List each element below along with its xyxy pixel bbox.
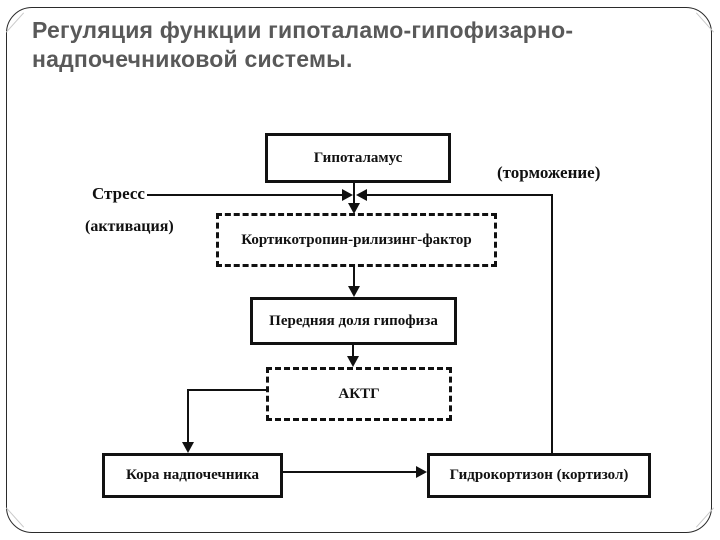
edge-inhibition-horizontal bbox=[367, 194, 553, 196]
edge-label-inhibition: (торможение) bbox=[497, 163, 601, 182]
edge-label-activation: (активация) bbox=[85, 218, 174, 235]
arrowhead-down-icon bbox=[182, 442, 194, 453]
edge-label-stress: Стресс bbox=[92, 184, 145, 203]
edge-inhibition-vertical bbox=[551, 195, 553, 453]
arrowhead-left-icon bbox=[356, 189, 367, 201]
node-crf-label: Кортикотропин-рилизинг-фактор bbox=[241, 231, 472, 248]
node-corticotropin-releasing-factor: Кортикотропин-рилизинг-фактор bbox=[216, 213, 497, 267]
slide-title-line1: Регуляция функции гипоталамо-гипофизарно… bbox=[32, 17, 574, 43]
slide-title: Регуляция функции гипоталамо-гипофизарно… bbox=[32, 16, 682, 74]
edge-crf-to-pituitary bbox=[353, 267, 355, 288]
edge-acth-branch-horizontal bbox=[187, 389, 266, 391]
node-hydro-label: Гидрокортизон (кортизол) bbox=[449, 467, 629, 483]
arrowhead-right-icon bbox=[342, 189, 353, 201]
node-pituitary-label: Передняя доля гипофиза bbox=[269, 312, 438, 329]
node-hypothalamus: Гипоталамус bbox=[265, 133, 451, 183]
slide-frame bbox=[6, 7, 712, 533]
edge-stress-line bbox=[147, 194, 343, 196]
node-anterior-pituitary: Передняя доля гипофиза bbox=[250, 297, 457, 345]
arrowhead-down-icon bbox=[347, 356, 359, 367]
edge-pituitary-to-acth bbox=[352, 345, 354, 357]
node-acth-label: АКТГ bbox=[338, 385, 380, 402]
node-acth: АКТГ bbox=[266, 367, 452, 421]
node-hypothalamus-label: Гипоталамус bbox=[313, 149, 403, 166]
arrowhead-down-icon bbox=[348, 286, 360, 297]
edge-acth-branch-vertical bbox=[187, 389, 189, 443]
node-hydrocortisone: Гидрокортизон (кортизол) bbox=[427, 453, 651, 498]
edge-adrenal-to-hydrocortisone bbox=[283, 471, 416, 473]
slide-title-line2: надпочечниковой системы. bbox=[32, 46, 353, 72]
edge-hypothalamus-to-junction bbox=[353, 183, 355, 204]
node-adrenal-label: Кора надпочечника bbox=[125, 467, 260, 483]
arrowhead-right-icon bbox=[416, 466, 427, 478]
node-adrenal-cortex: Кора надпочечника bbox=[102, 453, 283, 498]
arrowhead-down-icon bbox=[348, 203, 360, 214]
